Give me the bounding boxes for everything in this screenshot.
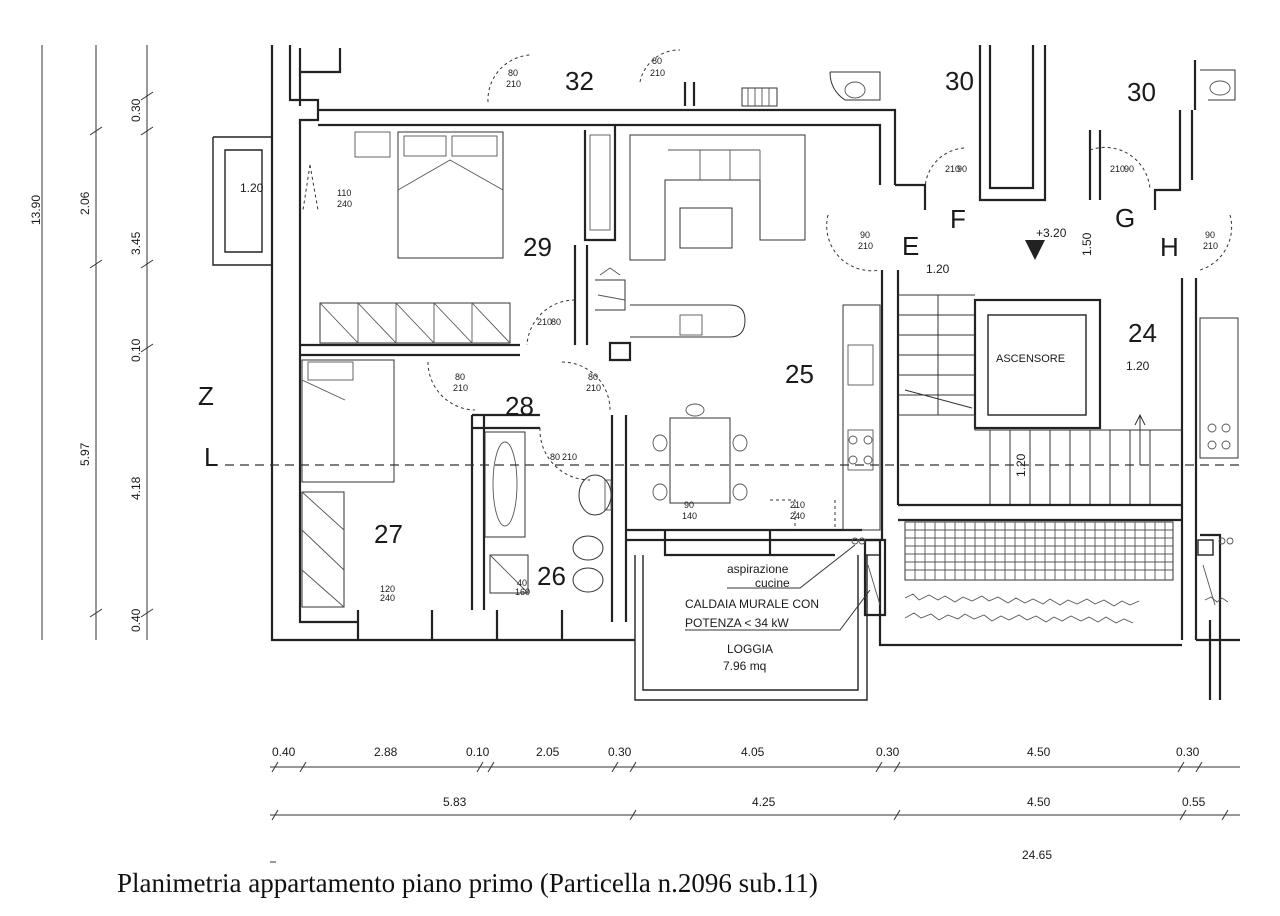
- room-27: 27: [374, 519, 403, 549]
- dim-label: 2.88: [374, 745, 398, 759]
- door-code: 210: [506, 79, 521, 89]
- dim-lower-stair: 1.20: [1014, 453, 1028, 477]
- dim-label: 2.05: [536, 745, 560, 759]
- caldaia-line1: CALDAIA MURALE CON: [685, 597, 819, 611]
- walls: [212, 45, 1240, 701]
- room-24: 24: [1128, 318, 1157, 348]
- dim-label: 0.55: [1182, 795, 1206, 809]
- door-code: 80: [551, 317, 561, 327]
- dim-label: 0.40: [129, 608, 143, 632]
- door-code: 210: [1110, 164, 1125, 174]
- door-code: 110: [337, 188, 351, 198]
- dim-label: 4.05: [741, 745, 765, 759]
- dim-label: 0.10: [129, 338, 143, 362]
- room-numbers: 32 30 30 29 28 27 26 25 24: [374, 66, 1157, 591]
- dim-balcony: 1.20: [240, 181, 264, 195]
- dim-label: 0.40: [272, 745, 296, 759]
- dim-stair-rise: 1.50: [1080, 232, 1094, 256]
- level-label: +3.20: [1036, 226, 1067, 240]
- dim-label: 0.30: [876, 745, 900, 759]
- door-code: 80: [455, 372, 465, 382]
- door-code: 210: [453, 383, 468, 393]
- staircase-letters: E F G H Z L: [198, 203, 1179, 472]
- window-code: 90: [684, 500, 694, 510]
- door-code: 90: [1124, 164, 1134, 174]
- dim-label: 0.30: [1176, 745, 1200, 759]
- dim-label: 4.25: [752, 795, 776, 809]
- dimension-lines: [41, 45, 1240, 863]
- room-30-a: 30: [945, 66, 974, 96]
- dim-total-width: 24.65: [1022, 848, 1052, 862]
- door-code: 90: [1205, 230, 1215, 240]
- door-code: 210: [586, 383, 601, 393]
- room-30-b: 30: [1127, 77, 1156, 107]
- dim-label: 5.97: [78, 442, 92, 466]
- window-code: 140: [682, 511, 697, 521]
- dim-label: 4.50: [1027, 795, 1051, 809]
- letter-z: Z: [198, 381, 214, 411]
- letter-e: E: [902, 231, 919, 261]
- window-code: 160: [515, 587, 530, 597]
- caldaia-line2: POTENZA < 34 kW: [685, 616, 789, 630]
- door-code: 90: [860, 230, 870, 240]
- level-marker-icon: [1025, 240, 1045, 260]
- dim-label: 3.45: [129, 231, 143, 255]
- door-code: 240: [337, 199, 352, 209]
- door-code: 210: [537, 317, 552, 327]
- dim-stair-width: 1.20: [926, 262, 950, 276]
- dim-label: 0.30: [608, 745, 632, 759]
- annotations: ASCENSORE aspirazione cucine CALDAIA MUR…: [685, 226, 1067, 673]
- letter-f: F: [950, 204, 966, 234]
- room-32: 32: [565, 66, 594, 96]
- window-code: 120: [380, 584, 395, 594]
- window-code: 240: [380, 593, 395, 603]
- window-code: 240: [790, 511, 805, 521]
- door-code: 210: [1203, 241, 1218, 251]
- bottom-dimension-labels: 0.40 2.88 0.10 2.05 0.30 4.05 0.30 4.50 …: [272, 745, 1206, 862]
- dim-label: 5.83: [443, 795, 467, 809]
- dim-lift-side: 1.20: [1126, 359, 1150, 373]
- furniture: [301, 69, 1239, 631]
- dim-label: 4.18: [129, 476, 143, 500]
- door-code: 210: [945, 164, 960, 174]
- dim-label: 2.06: [78, 191, 92, 215]
- grid-pattern: [904, 521, 1174, 581]
- door-codes: 80 210 80 210 110 240 90 210 210 90 210 …: [337, 56, 1218, 603]
- room-26: 26: [537, 561, 566, 591]
- plan-caption: Planimetria appartamento piano primo (Pa…: [117, 868, 818, 898]
- door-code: 210: [650, 68, 665, 78]
- loggia-area: 7.96 mq: [723, 659, 766, 673]
- letter-h: H: [1160, 232, 1179, 262]
- window-code: 40: [517, 578, 527, 588]
- gravel-pattern: [904, 593, 1229, 624]
- dim-label: 4.50: [1027, 745, 1051, 759]
- window-code: 210: [790, 500, 805, 510]
- loggia-label: LOGGIA: [727, 642, 773, 656]
- dim-label: 0.10: [466, 745, 490, 759]
- door-code: 80: [588, 372, 598, 382]
- aspirazione-line1: aspirazione: [727, 562, 789, 576]
- room-29: 29: [523, 232, 552, 262]
- ascensore-label: ASCENSORE: [996, 353, 1065, 365]
- door-code: 90: [957, 164, 967, 174]
- letter-l: L: [204, 442, 218, 472]
- door-code: 80: [550, 452, 560, 462]
- dim-label: 0.30: [129, 98, 143, 122]
- door-code: 80: [508, 68, 518, 78]
- aspirazione-line2: cucine: [755, 576, 790, 590]
- door-swings: [302, 49, 1233, 530]
- room-25: 25: [785, 359, 814, 389]
- interior-dimensions: 1.20 1.20 1.50 1.20 1.20: [240, 181, 1150, 477]
- room-28: 28: [505, 391, 534, 421]
- door-code: 210: [562, 452, 577, 462]
- letter-g: G: [1115, 203, 1135, 233]
- left-dimension-labels: 13.90 0.30 2.06 3.45 0.10 5.97 0.40 4.18: [29, 98, 143, 632]
- door-code: 210: [858, 241, 873, 251]
- door-code: 80: [652, 56, 662, 66]
- dim-total-height: 13.90: [29, 195, 43, 225]
